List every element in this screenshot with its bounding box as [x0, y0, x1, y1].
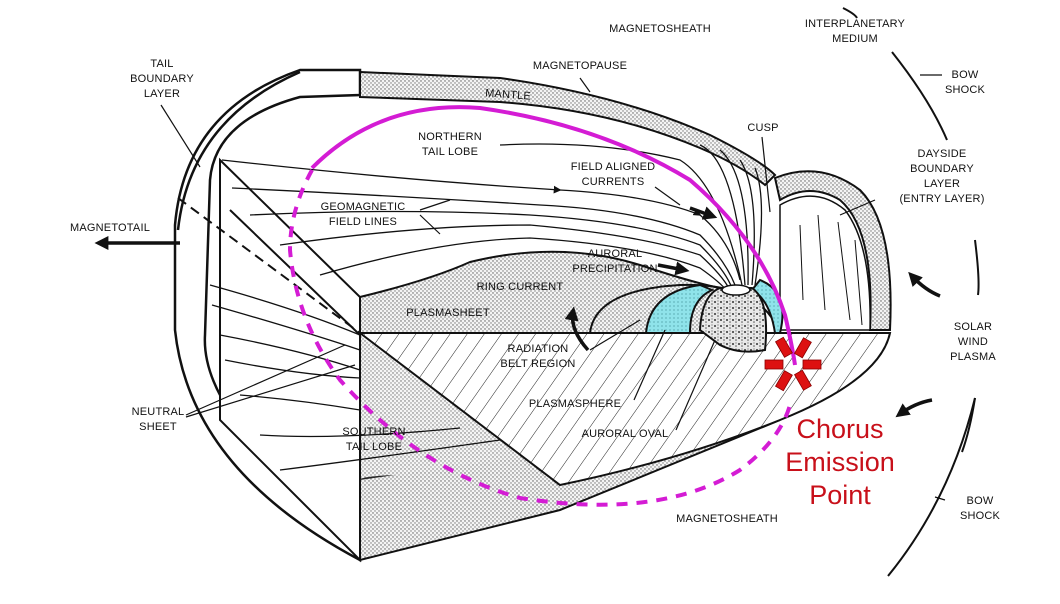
label-dayside-boundary-layer: DAYSIDE BOUNDARY LAYER (ENTRY LAYER): [899, 148, 985, 205]
label-field-aligned-currents: FIELD ALIGNED CURRENTS: [570, 161, 656, 188]
label-magnetosheath-bottom: MAGNETOSHEATH: [676, 513, 778, 525]
label-chorus-emission-point: Chorus Emission Point: [785, 414, 895, 510]
label-interplanetary-medium: INTERPLANETARY MEDIUM: [804, 18, 906, 45]
label-ring-current: RING CURRENT: [476, 281, 564, 293]
geomagnetic-field-lines: [221, 143, 763, 293]
flow-arrows: [94, 206, 941, 418]
label-geomagnetic-field-lines: GEOMAGNETIC FIELD LINES: [320, 201, 406, 228]
mantle-band: [359, 70, 777, 187]
chorus-emission-marker: [764, 336, 822, 392]
label-southern-tail-lobe: SOUTHERN TAIL LOBE: [342, 426, 406, 453]
dayside-region: [773, 170, 892, 331]
bow-shock-bottom: [887, 397, 976, 577]
polar-cap: [698, 287, 768, 353]
label-auroral-oval: AURORAL OVAL: [581, 428, 669, 440]
label-auroral-precipitation: AURORAL PRECIPITATION: [572, 248, 658, 275]
label-magnetosheath-top: MAGNETOSHEATH: [609, 23, 711, 35]
label-bow-shock-bottom: BOW SHOCK: [959, 495, 1001, 522]
southern-field-lines: [209, 284, 501, 471]
label-magnetopause: MAGNETOPAUSE: [532, 60, 628, 72]
field-line-path: [287, 105, 797, 507]
polar-cusp-opening: [721, 284, 751, 296]
label-plasmasphere: PLASMASPHERE: [528, 398, 622, 410]
label-northern-tail-lobe: NORTHERN TAIL LOBE: [418, 131, 482, 158]
label-solar-wind-plasma: SOLAR WIND PLASMA: [950, 321, 996, 363]
bow-shock-top: [842, 7, 980, 296]
label-bow-shock-top: BOW SHOCK: [944, 69, 986, 96]
leader-lines: [160, 74, 946, 501]
label-cusp: CUSP: [747, 122, 779, 134]
magnetopause-shell: [173, 68, 362, 563]
label-tail-boundary-layer: TAIL BOUNDARY LAYER: [130, 58, 194, 100]
label-radiation-belt-region: RADIATION BELT REGION: [500, 343, 576, 370]
label-magnetotail: MAGNETOTAIL: [69, 222, 151, 234]
equatorial-plane: [357, 332, 892, 487]
label-plasmasheet: PLASMASHEET: [406, 307, 490, 319]
label-neutral-sheet: NEUTRAL SHEET: [131, 406, 185, 433]
